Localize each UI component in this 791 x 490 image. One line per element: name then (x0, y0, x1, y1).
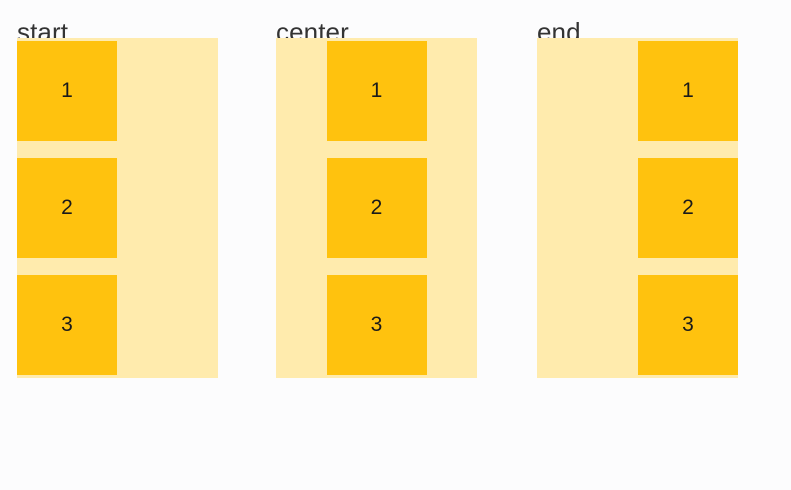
demo-column-end: end 1 2 3 (537, 0, 738, 378)
flex-item: 1 (17, 41, 117, 141)
demo-column-start: start 1 2 3 (17, 0, 218, 378)
flex-item: 3 (17, 275, 117, 375)
flex-item: 3 (326, 275, 427, 375)
flex-item: 3 (638, 275, 738, 375)
demo-column-center: center 1 2 3 (276, 0, 477, 378)
align-container-end: 1 2 3 (537, 38, 738, 378)
flex-item: 2 (326, 158, 427, 258)
column-label-end: end (537, 17, 581, 47)
flex-item: 1 (638, 41, 738, 141)
column-label-center: center (276, 17, 349, 47)
align-container-center: 1 2 3 (276, 38, 477, 378)
column-label-start: start (17, 17, 69, 47)
flex-item: 2 (17, 158, 117, 258)
align-container-start: 1 2 3 (17, 38, 218, 378)
flex-item: 1 (326, 41, 427, 141)
flex-item: 2 (638, 158, 738, 258)
